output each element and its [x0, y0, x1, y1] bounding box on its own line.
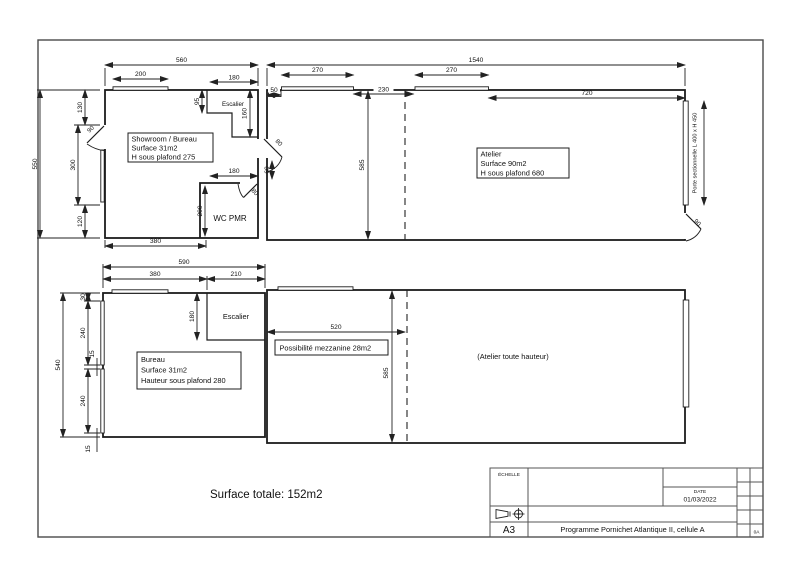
projection-symbol-icon [495, 508, 525, 520]
dim-label: 160 [242, 108, 249, 119]
stair-label: Escalier [223, 312, 250, 321]
atelier-lower-walls [266, 289, 686, 444]
atelier-walls [266, 89, 686, 241]
dim-label: 200 [135, 71, 146, 78]
dim-label-bg [373, 85, 394, 93]
room-height: Hauteur sous plafond 280 [141, 376, 226, 385]
door-swing-atelier-right [685, 213, 702, 242]
dim-label: 380 [149, 271, 160, 278]
lower-plan: 590 380 210 180 540 30 240 15 240 15 520… [55, 259, 690, 453]
upper-plan: 560 200 180 95 160 550 130 300 120 380 1… [32, 57, 707, 249]
dim-label: 230 [378, 87, 389, 94]
door-swing-wc [237, 183, 258, 198]
dim-label-bg [268, 86, 280, 93]
stair-label: Escalier [222, 101, 244, 108]
sectional-door-label: Porte sectionnelle L 400 x H 450 [693, 113, 699, 194]
revision-code: 0A [754, 530, 761, 536]
mezzanine-label: Possibilité mezzanine 28m2 [280, 344, 372, 353]
dim-label: 585 [359, 159, 366, 170]
room-surface: Surface 90m2 [481, 159, 527, 168]
dim-label: 15 [89, 350, 96, 358]
atelier-label-box: Atelier Surface 90m2 H sous plafond 680 [476, 147, 570, 179]
page-border [37, 39, 764, 538]
door-swing-corridor [263, 138, 283, 173]
title-block-grid [490, 468, 763, 537]
dim-label: 240 [80, 327, 87, 338]
dim-label: 270 [312, 67, 323, 74]
dimension-lines-lower [60, 264, 406, 452]
window [100, 368, 105, 434]
dim-label: 180 [228, 75, 239, 82]
title-block-outline [489, 467, 764, 538]
dim-label: 1540 [469, 57, 484, 64]
dim-label: 380 [150, 238, 161, 245]
window [414, 86, 489, 91]
bureau-label-box: Bureau Surface 31m2 Hauteur sous plafond… [136, 351, 242, 390]
surface-total-text: Surface totale: 152m2 [210, 489, 323, 501]
dim-label: 540 [55, 359, 62, 370]
title-block: ÉCHELLE DATE 01/03/2022 A3 Programme Por… [489, 467, 764, 538]
door-opening [682, 213, 688, 239]
mezzanine-label-box: Possibilité mezzanine 28m2 [274, 339, 389, 356]
dim-label: 130 [77, 102, 84, 113]
atelier-full-height-label: (Atelier toute hauteur) [477, 352, 548, 361]
door-opening [240, 180, 257, 186]
door-width-label: 90 [692, 218, 702, 228]
door-width-label: 80 [274, 138, 284, 148]
showroom-walls [104, 89, 259, 239]
scale-label: ÉCHELLE [498, 471, 520, 478]
stair-enclosure-walls [206, 293, 265, 341]
window [100, 149, 105, 203]
dim-label: 95 [194, 98, 201, 106]
stair-enclosure-walls [206, 90, 258, 138]
door-width-label: 90 [86, 124, 96, 134]
dim-label: 120 [77, 216, 84, 227]
dimension-lines-upper [37, 62, 707, 249]
door-width-label: 80 [250, 188, 260, 198]
showroom-label-box: Showroom / Bureau Surface 31m2 H sous pl… [127, 132, 214, 163]
dim-label: 30 [80, 293, 87, 301]
wc-label: WC PMR [213, 214, 247, 223]
dim-label: 200 [197, 205, 204, 216]
window [281, 86, 354, 91]
dim-label: 180 [228, 168, 239, 175]
dim-label: 520 [330, 324, 341, 331]
room-surface: Surface 31m2 [141, 366, 187, 375]
room-name: Atelier [481, 150, 502, 159]
wc-walls [199, 182, 240, 238]
dim-label: 560 [176, 57, 187, 64]
sectional-door-panel [682, 299, 690, 408]
window [111, 289, 169, 294]
window [277, 286, 354, 291]
dim-label: 60 [264, 166, 271, 174]
door-opening [102, 125, 108, 149]
room-name: Showroom / Bureau [132, 135, 197, 144]
drawing-title: Programme Pornichet Atlantique II, cellu… [560, 525, 704, 534]
room-height: H sous plafond 680 [481, 169, 545, 178]
dim-label: 270 [446, 67, 457, 74]
date-label: DATE [694, 489, 706, 495]
window [112, 86, 169, 91]
dim-label: 210 [230, 271, 241, 278]
dim-label: 550 [32, 158, 39, 169]
dim-label: 240 [80, 395, 87, 406]
dim-label: 300 [70, 159, 77, 170]
room-height: H sous plafond 275 [132, 153, 196, 162]
sheet-format: A3 [503, 525, 516, 536]
sectional-door-panel [682, 100, 689, 206]
dim-label: 180 [189, 311, 196, 322]
door-swing-left [86, 125, 105, 151]
date-value: 01/03/2022 [683, 497, 716, 504]
dim-label: 590 [178, 259, 189, 266]
room-surface: Surface 31m2 [132, 144, 178, 153]
dim-label: 585 [383, 367, 390, 378]
dim-label: 720 [581, 90, 592, 97]
window [100, 300, 105, 366]
dim-label: 15 [85, 445, 92, 453]
dim-label: 50 [270, 87, 278, 94]
room-name: Bureau [141, 355, 165, 364]
door-opening [255, 139, 270, 158]
